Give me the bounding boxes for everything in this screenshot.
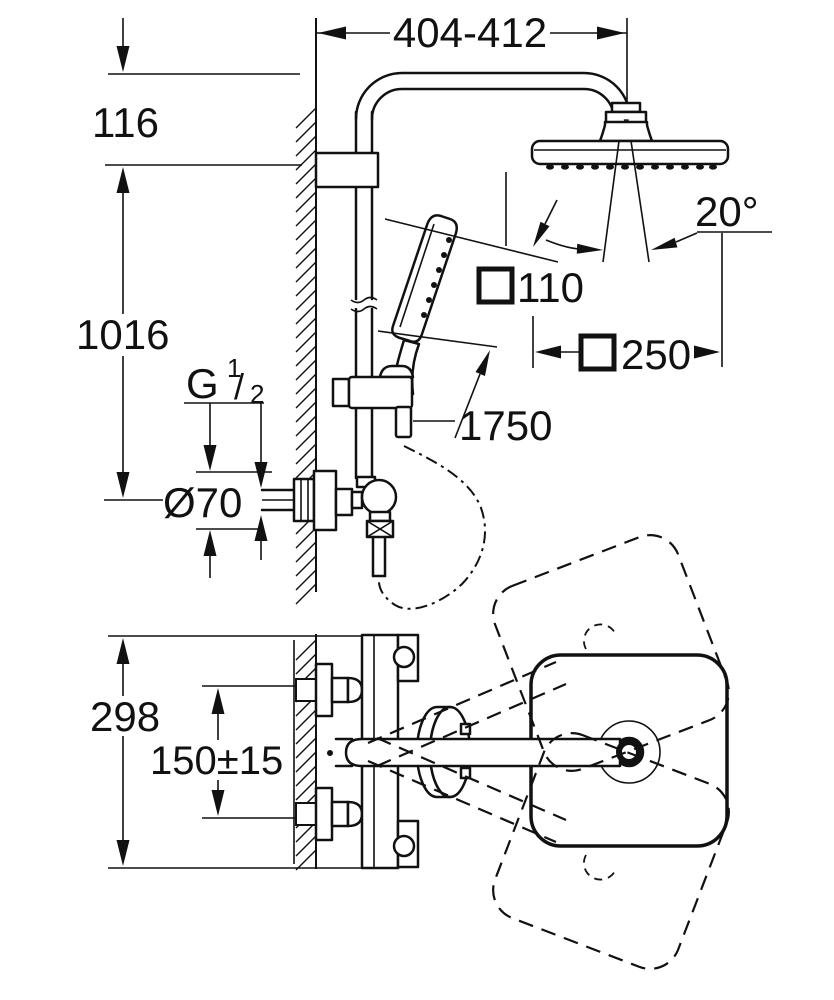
side-view: 404-412 116 1016 [76, 9, 772, 610]
union-nut [292, 477, 316, 523]
spray-nozzles [546, 164, 717, 170]
shower-hose [377, 445, 487, 610]
hose-connector [394, 405, 413, 439]
dim-escutcheon-label: Ø70 [163, 479, 242, 526]
center-mark [327, 750, 333, 756]
square-dim-icon [578, 333, 617, 372]
dim-hose-length-label: 1750 [459, 402, 552, 449]
hand-shower-head [391, 214, 458, 343]
dim-hose-length: 1750 [413, 402, 552, 449]
supply-elbow-bottom [295, 786, 364, 842]
thread-label-slash: / [234, 366, 244, 407]
dim-hand-face-label: 110 [517, 264, 584, 311]
escutcheon [312, 469, 338, 532]
wall-bracket [314, 151, 380, 189]
dim-head-face: 250 [532, 316, 720, 378]
supply-elbow-top [295, 662, 364, 718]
dim-tilt-angle: 20° [505, 140, 772, 367]
head-shower-plate [530, 139, 730, 166]
dim-valve-width-label: 298 [90, 693, 160, 740]
swivel-range [367, 534, 730, 970]
dim-column-height-label: 1016 [76, 311, 169, 358]
square-dim-icon [476, 266, 515, 305]
thread-label-den: 2 [250, 379, 264, 409]
dim-head-face-label: 250 [621, 331, 691, 378]
glider-wing [331, 377, 351, 408]
supply-connection [260, 445, 487, 610]
dim-valve-width: 298 [90, 635, 396, 869]
hand-shower-side [331, 214, 458, 439]
dim-supply-spacing-label: 150±15 [150, 739, 283, 783]
shower-arm-plan [344, 737, 622, 768]
thread-label-g: G [186, 360, 219, 407]
dim-top-width-label: 404-412 [393, 9, 547, 56]
head-position-left [492, 534, 730, 772]
dim-thread-escutcheon: G 1 / 2 Ø70 [163, 353, 272, 578]
dim-top-width: 404-412 [316, 9, 628, 118]
valve-body [360, 478, 398, 516]
head-shower-side [530, 101, 730, 170]
dim-supply-spacing: 150±15 [150, 685, 314, 819]
hand-spray-buttons [421, 237, 452, 318]
dim-hand-face: 110 [377, 218, 584, 439]
thread-label-num: 1 [227, 353, 241, 383]
head-position-right [492, 732, 730, 970]
dim-heights: 116 1016 [76, 18, 302, 501]
glider [347, 375, 414, 410]
dim-bracket-offset-label: 116 [92, 99, 159, 146]
dim-tilt-angle-label: 20° [695, 188, 759, 235]
plan-view: 298 150±15 [90, 534, 730, 970]
wall-hatch-plan [295, 639, 317, 871]
